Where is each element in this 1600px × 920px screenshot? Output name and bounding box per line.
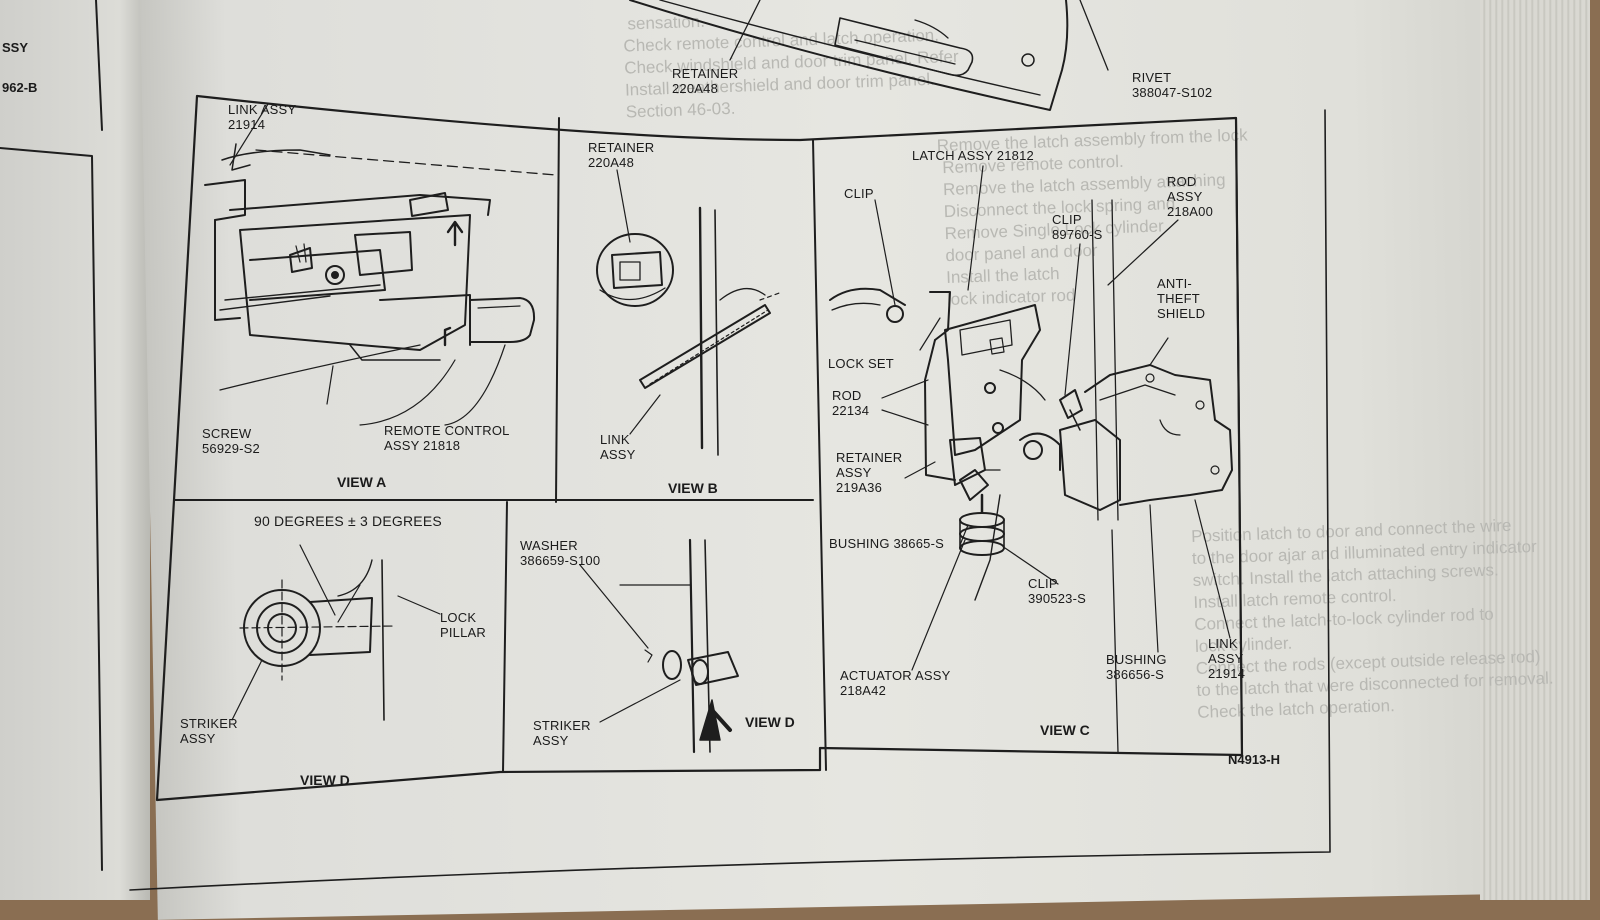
view-d-title-left: VIEW D (300, 772, 350, 788)
left-page-label-top: SSY (2, 40, 29, 55)
view-c-title: VIEW C (1040, 722, 1090, 738)
view-b-title: VIEW B (668, 480, 718, 496)
label-view-c-clip: CLIP (844, 186, 874, 201)
view-d-title-right: VIEW D (745, 714, 795, 730)
diagram-line-art (0, 0, 1331, 891)
left-page-label-code: 962-B (2, 80, 38, 95)
view-a-title: VIEW A (337, 474, 387, 490)
label-view-c-latch-assy: LATCH ASSY 21812 (912, 148, 1034, 163)
page-edge-stack (1480, 0, 1590, 900)
label-view-c-bushing-38665: BUSHING 38665-S (829, 536, 944, 551)
label-view-c-lock-set: LOCK SET (828, 356, 894, 371)
figure-id: N4913-H (1228, 752, 1281, 767)
label-view-d-angle: 90 DEGREES ± 3 DEGREES (254, 513, 442, 529)
